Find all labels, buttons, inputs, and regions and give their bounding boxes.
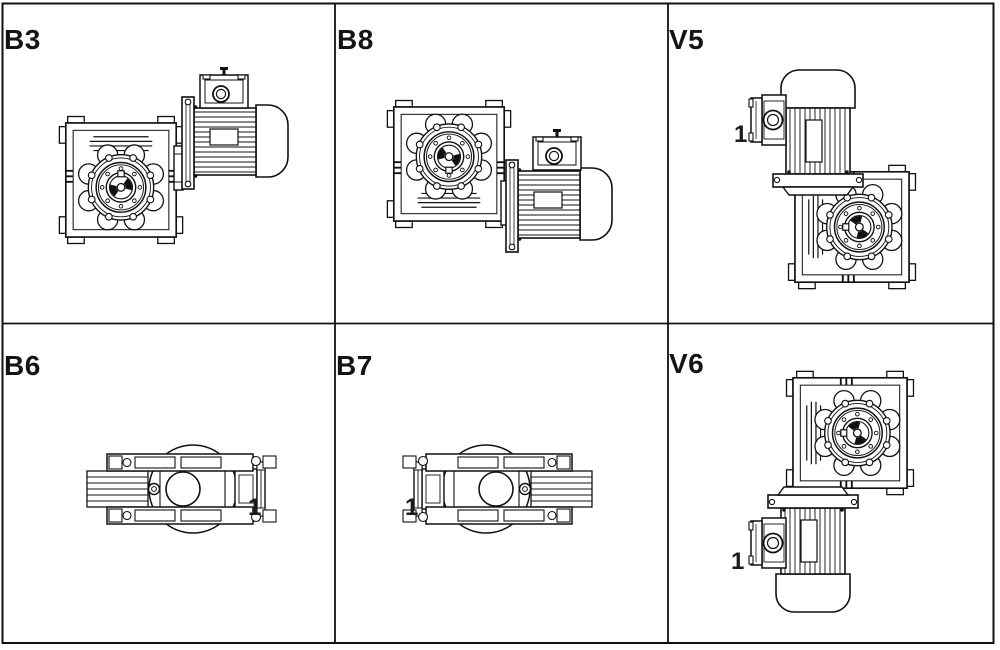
motor-side-view-icon [181, 96, 289, 190]
motor-side-view-icon [505, 159, 613, 253]
worm-gearbox-front-view-icon [386, 99, 512, 229]
panel-label-b6: B6 [4, 350, 41, 381]
panel-label-b3: B3 [4, 24, 41, 55]
panel-label-b7: B7 [336, 350, 373, 381]
panel-label-b8: B8 [337, 24, 374, 55]
worm-gearbox-front-view-icon [58, 115, 184, 245]
b8-gearmotor-drawing [386, 99, 613, 253]
terminal-box-icon [748, 517, 787, 569]
terminal-box-marker-b6: 1 [248, 494, 262, 521]
panel-label-v5: V5 [669, 24, 705, 55]
b3-gearmotor-drawing [58, 66, 289, 245]
terminal-box-icon [199, 66, 249, 109]
panel-label-v6: V6 [669, 348, 705, 379]
b7-gearmotor-drawing [402, 444, 593, 534]
terminal-box-icon [532, 128, 582, 171]
terminal-box-icon [748, 94, 787, 146]
worm-gearbox-front-view-icon [785, 370, 915, 496]
v5-gearmotor-drawing [748, 69, 917, 290]
terminal-box-marker-v6: 1 [731, 548, 745, 575]
v6-gearmotor-drawing [748, 370, 915, 613]
terminal-box-marker-v5: 1 [734, 121, 748, 148]
gearmotor-top-view-icon [402, 444, 593, 534]
terminal-box-marker-b7: 1 [405, 494, 419, 521]
